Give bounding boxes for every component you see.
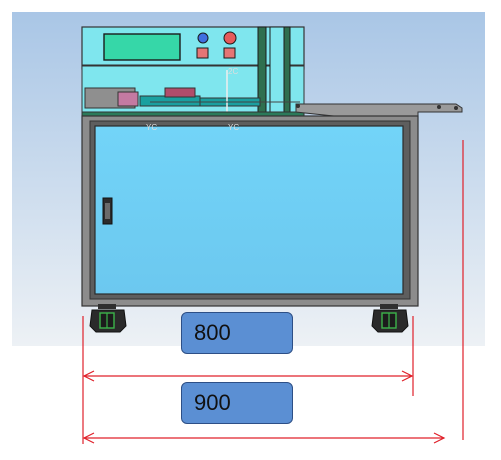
svg-text:2C: 2C <box>228 67 238 76</box>
dimension-lines <box>82 140 464 444</box>
caster-wheel-icon <box>371 304 409 333</box>
red-switch-icon <box>196 47 209 59</box>
main-cabinet: YC YC 2C <box>81 67 419 307</box>
svg-text:YC: YC <box>228 123 239 132</box>
blue-button-icon <box>197 32 209 44</box>
dimension-label-900: 900 <box>181 382 293 424</box>
red-button-icon <box>223 31 237 45</box>
red-switch-icon <box>223 47 236 59</box>
control-cabinet <box>81 26 305 130</box>
dimension-label-800: 800 <box>181 312 293 354</box>
cabinet-door <box>94 125 404 295</box>
conveyor-arm <box>295 103 463 126</box>
svg-text:YC: YC <box>146 123 157 132</box>
display-screen-icon <box>103 33 181 61</box>
caster-wheel-icon <box>89 304 127 333</box>
